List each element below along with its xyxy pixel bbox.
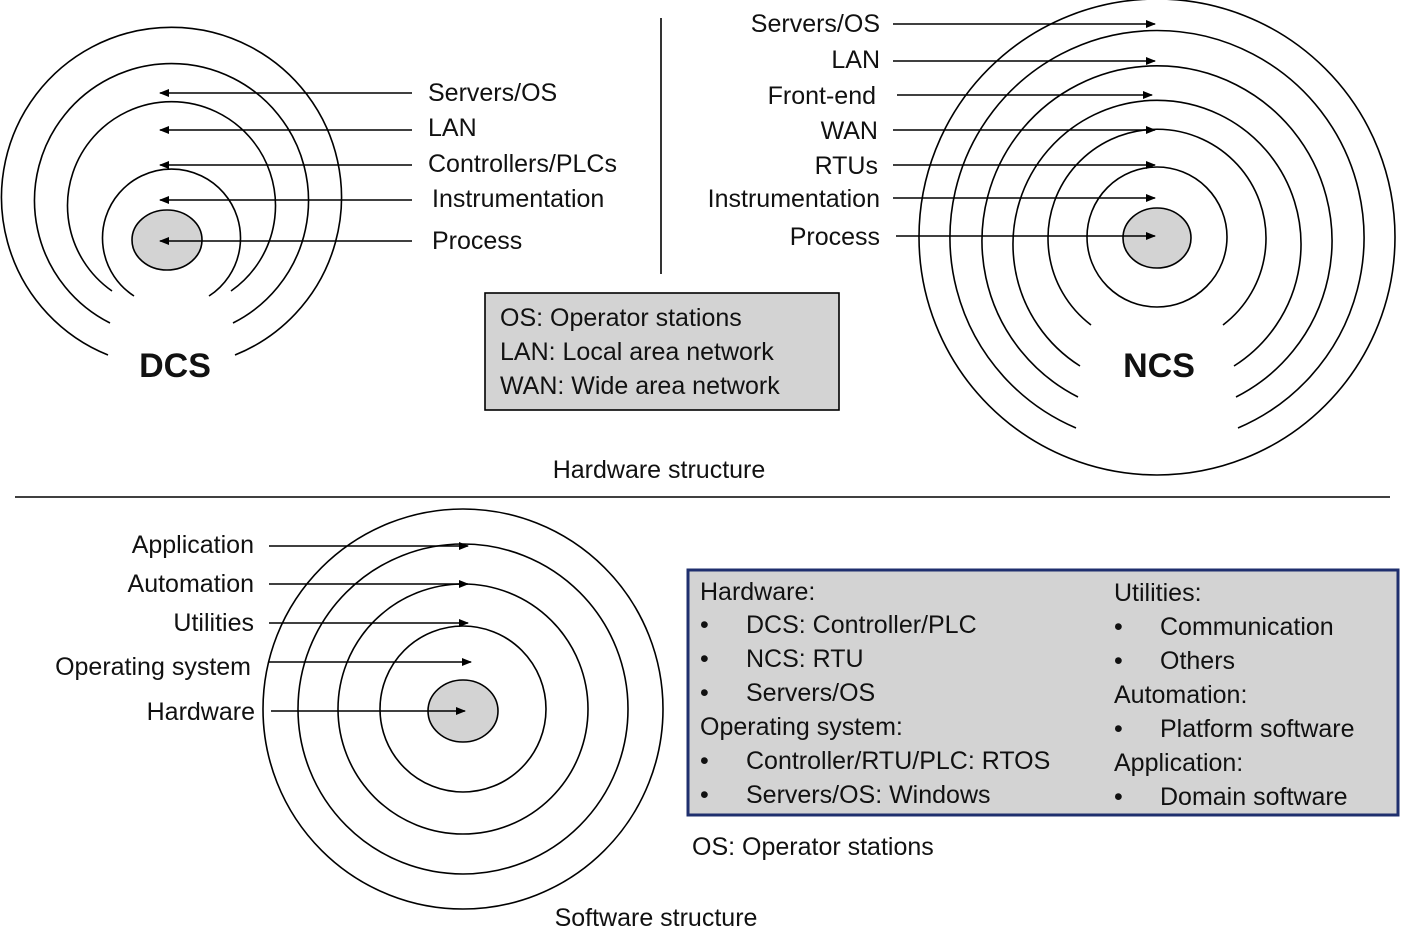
- ncs-title: NCS: [1123, 347, 1195, 385]
- legend-os-item-windows: Servers/OS: Windows: [746, 781, 991, 809]
- legend-hardware-item-ncs: NCS: RTU: [746, 645, 864, 673]
- legend-application-item-domain: Domain software: [1160, 783, 1348, 811]
- dcs-title: DCS: [139, 347, 211, 385]
- ncs-ring-wan: [1012, 99, 1302, 367]
- legend-os-item-rtos: Controller/RTU/PLC: RTOS: [746, 747, 1050, 775]
- sw-label-utilities: Utilities: [173, 609, 254, 637]
- ncs-label-rtus: RTUs: [815, 152, 878, 180]
- legend-hardware-item-dcs: DCS: Controller/PLC: [746, 611, 977, 639]
- dcs-ring-controllers: [66, 100, 277, 292]
- legend-automation-heading: Automation:: [1114, 681, 1247, 709]
- legend-automation-item-platform: Platform software: [1160, 715, 1355, 743]
- sw-label-hardware: Hardware: [147, 698, 255, 726]
- dcs-label-servers: Servers/OS: [428, 79, 557, 107]
- legend-hardware-heading: Hardware:: [700, 578, 815, 606]
- legend-bullet: •: [700, 747, 709, 775]
- legend-bullet: •: [1114, 715, 1123, 743]
- legend-bullet: •: [700, 781, 709, 809]
- ncs-ring-servers: [918, 0, 1396, 476]
- ncs-label-lan: LAN: [831, 46, 880, 74]
- sw-label-os: Operating system: [55, 653, 251, 681]
- hardware-caption: Hardware structure: [553, 456, 766, 484]
- legend-bullet: •: [1114, 783, 1123, 811]
- dcs-label-lan: LAN: [428, 114, 477, 142]
- ncs-label-instrumentation: Instrumentation: [708, 185, 880, 213]
- software-diagram: Application Automation Utilities Operati…: [55, 508, 664, 910]
- ncs-label-servers: Servers/OS: [751, 10, 880, 38]
- software-note: OS: Operator stations: [692, 833, 934, 861]
- ncs-label-frontend: Front-end: [768, 82, 876, 110]
- ncs-ring-instrumentation: [1086, 166, 1228, 308]
- legend-hardware-item-servers: Servers/OS: [746, 679, 875, 707]
- abbrev-wan: WAN: Wide area network: [500, 372, 780, 400]
- legend-application-heading: Application:: [1114, 749, 1243, 777]
- legend-bullet: •: [1114, 613, 1123, 641]
- dcs-ring-servers: [0, 26, 343, 356]
- ncs-ring-frontend: [981, 65, 1333, 398]
- abbrev-lan: LAN: Local area network: [500, 338, 774, 366]
- dcs-label-instrumentation: Instrumentation: [432, 185, 604, 213]
- hardware-abbreviation-box: OS: Operator stations LAN: Local area ne…: [484, 292, 840, 411]
- legend-bullet: •: [1114, 647, 1123, 675]
- legend-utilities-heading: Utilities:: [1114, 579, 1202, 607]
- software-caption: Software structure: [555, 904, 758, 932]
- ncs-label-wan: WAN: [821, 117, 878, 145]
- sw-ring-application: [262, 508, 664, 910]
- dcs-ring-lan: [33, 62, 310, 324]
- legend-utilities-item-communication: Communication: [1160, 613, 1334, 641]
- legend-bullet: •: [700, 679, 709, 707]
- dcs-label-controllers: Controllers/PLCs: [428, 150, 617, 178]
- ncs-diagram: Servers/OS LAN Front-end WAN RTUs Instru…: [708, 0, 1396, 476]
- dcs-diagram: Servers/OS LAN Controllers/PLCs Instrume…: [0, 26, 617, 385]
- dcs-label-process: Process: [432, 227, 522, 255]
- legend-bullet: •: [700, 611, 709, 639]
- ncs-core-process: [1122, 207, 1192, 269]
- dcs-ring-instrumentation: [101, 168, 242, 297]
- ncs-ring-rtus: [1047, 128, 1267, 326]
- sw-label-automation: Automation: [128, 570, 254, 598]
- legend-utilities-item-others: Others: [1160, 647, 1235, 675]
- sw-label-application: Application: [132, 531, 254, 559]
- dcs-core-process: [131, 209, 203, 271]
- software-legend-box: Hardware: • DCS: Controller/PLC • NCS: R…: [686, 568, 1400, 817]
- legend-os-heading: Operating system:: [700, 713, 903, 741]
- abbrev-os: OS: Operator stations: [500, 304, 742, 332]
- legend-bullet: •: [700, 645, 709, 673]
- ncs-label-process: Process: [790, 223, 880, 251]
- ncs-ring-lan: [949, 29, 1365, 429]
